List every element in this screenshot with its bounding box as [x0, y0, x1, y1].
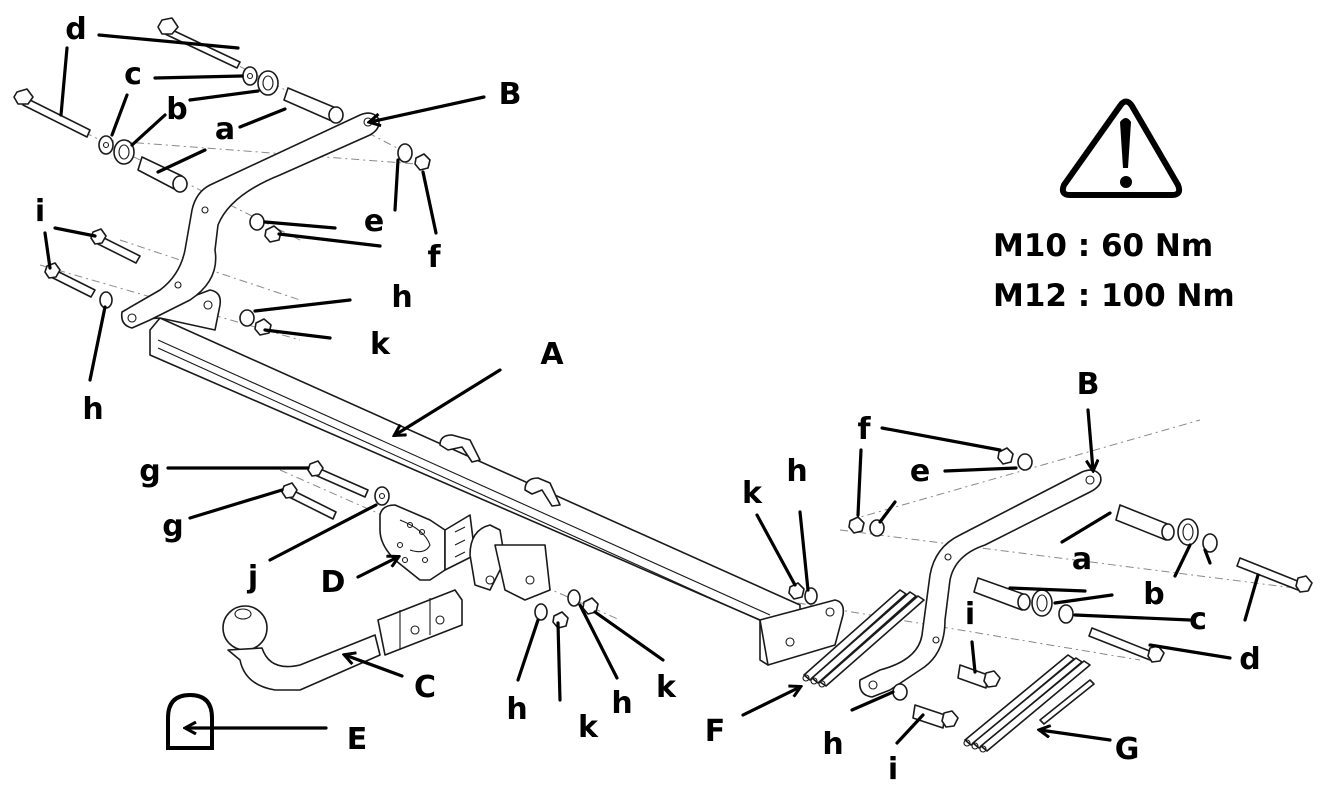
callout-c: c: [124, 57, 142, 92]
callout-D: D: [320, 565, 346, 600]
callout-G: G: [1114, 732, 1140, 767]
rods-G: [963, 654, 1095, 753]
callout-h: h: [786, 454, 808, 489]
callout-f: f: [857, 412, 871, 447]
warning-triangle-icon: [1059, 98, 1183, 198]
callout-i: i: [34, 194, 46, 229]
callout-k: k: [656, 670, 676, 705]
callout-B-left: B: [498, 77, 522, 112]
right-fasteners: [848, 447, 1313, 729]
callout-F: F: [704, 714, 726, 749]
cover-cap-E: [166, 692, 214, 750]
callout-j: j: [247, 560, 259, 595]
callout-e: e: [909, 454, 931, 489]
callout-k: k: [578, 710, 598, 745]
callout-B-right: B: [1076, 367, 1100, 402]
callout-h: h: [82, 392, 104, 427]
g-bolts: [281, 460, 390, 520]
callout-a: a: [214, 112, 236, 147]
left-fasteners: [13, 17, 431, 336]
callout-h: h: [506, 692, 528, 727]
callout-h: h: [822, 727, 844, 762]
callout-A: A: [540, 337, 564, 372]
callout-k: k: [742, 476, 762, 511]
callout-a: a: [1071, 542, 1093, 577]
callout-C: C: [413, 670, 437, 705]
callout-e: e: [363, 204, 385, 239]
callout-f: f: [427, 240, 441, 275]
callout-b: b: [166, 92, 188, 127]
callout-g: g: [162, 509, 184, 544]
callout-h: h: [391, 280, 413, 315]
socket-plate-D: [379, 504, 551, 601]
torque-spec-m12: M12 : 100 Nm: [993, 278, 1235, 314]
leader-lines: [43, 33, 1260, 745]
callout-h: h: [611, 686, 633, 721]
right-bracket-B: [858, 469, 1102, 698]
callout-i: i: [887, 752, 899, 787]
callout-d: d: [1239, 642, 1261, 677]
callout-k: k: [370, 327, 390, 362]
callout-i: i: [964, 597, 976, 632]
callout-d: d: [65, 12, 87, 47]
callout-b: b: [1143, 577, 1165, 612]
main-crossbar-A: [129, 289, 845, 666]
torque-spec-m10: M10 : 60 Nm: [993, 228, 1214, 264]
rods-F: [802, 589, 925, 688]
callout-E: E: [346, 722, 368, 757]
callout-g: g: [139, 454, 161, 489]
callout-c: c: [1189, 602, 1207, 637]
tow-ball-C: [222, 589, 463, 691]
